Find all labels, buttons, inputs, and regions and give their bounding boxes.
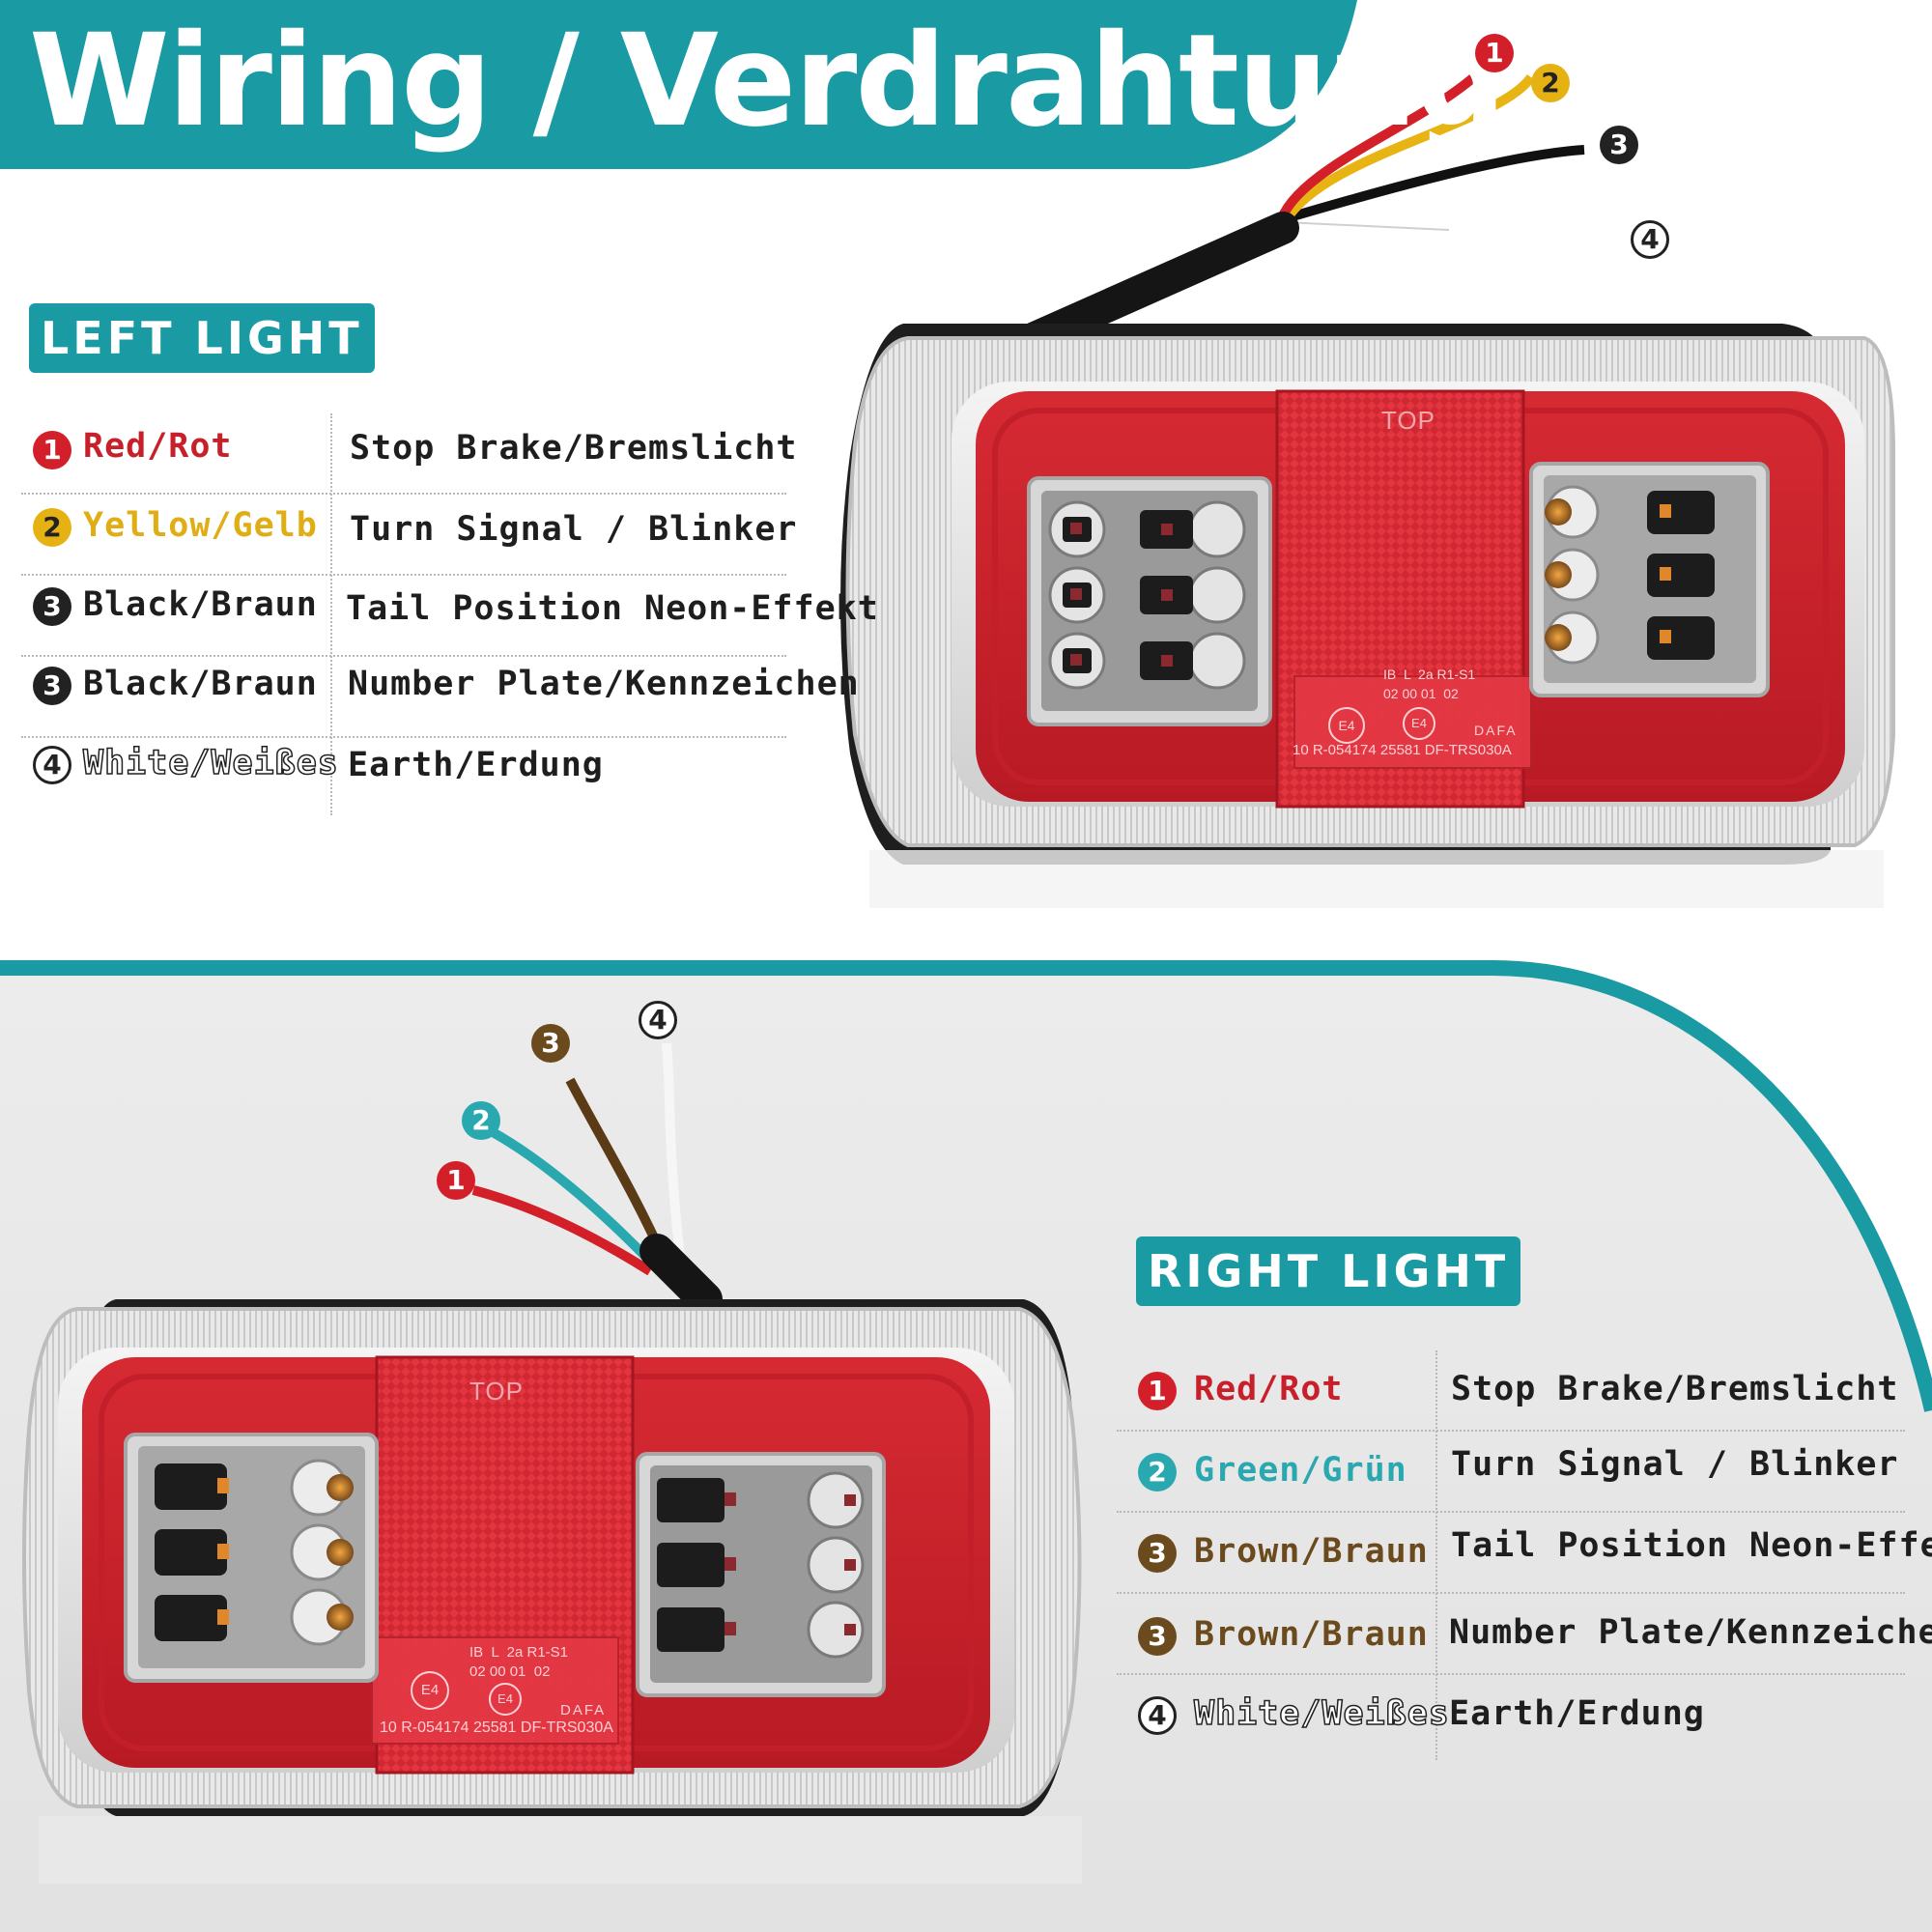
right-row-1-function: Stop Brake/Bremslicht <box>1451 1370 1899 1408</box>
left-table-divider <box>330 413 332 815</box>
bottom-lamp-bottom-code: 10 R-054174 25581 DF-TRS030A <box>380 1719 613 1736</box>
right-row-4-color: Brown/Braun <box>1194 1615 1429 1654</box>
top-lamp-top-mark: TOP <box>1381 406 1435 435</box>
top-lamp-e-mark-2: E4 <box>1403 707 1435 740</box>
left-light-table: 1 Red/Rot Stop Brake/Bremslicht 2 Yellow… <box>21 413 878 817</box>
right-row-4-function: Number Plate/Kennzeichen <box>1449 1613 1932 1652</box>
bottom-lamp-e-mark-1: E4 <box>411 1671 449 1710</box>
top-lamp-brand: DAFA <box>1474 723 1518 738</box>
number-4-icon: 4 <box>33 746 71 784</box>
right-row-5: 4 White/Weißes Earth/Erdung <box>1117 1675 1905 1754</box>
number-3-icon: 3 <box>33 587 71 626</box>
left-row-1-function: Stop Brake/Bremslicht <box>350 429 798 468</box>
right-row-1: 1 Red/Rot Stop Brake/Bremslicht <box>1117 1350 1905 1432</box>
number-1-icon: 1 <box>33 431 71 469</box>
number-3-icon: 3 <box>33 667 71 705</box>
number-1-icon: 1 <box>1138 1372 1177 1410</box>
number-2-icon: 2 <box>33 508 71 547</box>
right-row-3-color: Brown/Braun <box>1194 1532 1429 1571</box>
left-light-lamp <box>840 54 1895 865</box>
left-row-4: 3 Black/Braun Number Plate/Kennzeichen <box>21 657 859 738</box>
left-row-5: 4 White/Weißes Earth/Erdung <box>21 738 786 817</box>
left-row-4-color: Black/Braun <box>83 665 318 703</box>
top-callout-3-icon: 3 <box>1600 126 1638 164</box>
number-3-icon: 3 <box>1138 1617 1177 1656</box>
bottom-lamp-approval-line2: 02 00 01 02 <box>469 1663 551 1680</box>
right-row-5-function: Earth/Erdung <box>1449 1694 1705 1733</box>
top-callout-4-icon: 4 <box>1631 220 1669 259</box>
bottom-lamp-brand: DAFA <box>560 1702 607 1719</box>
left-row-1-color: Red/Rot <box>83 427 233 466</box>
number-3-icon: 3 <box>1138 1534 1177 1573</box>
number-2-icon: 2 <box>1138 1453 1177 1492</box>
left-row-2: 2 Yellow/Gelb Turn Signal / Blinker <box>21 495 797 576</box>
bottom-callout-3-icon: 3 <box>531 1024 570 1063</box>
left-row-2-color: Yellow/Gelb <box>83 506 318 545</box>
right-row-2: 2 Green/Grün Turn Signal / Blinker <box>1117 1432 1905 1513</box>
left-row-3-color: Black/Braun <box>83 585 318 624</box>
left-row-1: 1 Red/Rot Stop Brake/Bremslicht <box>21 413 797 495</box>
bottom-lamp-approval-line1: IB L 2a R1-S1 <box>469 1644 568 1661</box>
number-4-icon: 4 <box>1138 1696 1177 1735</box>
right-row-5-color: White/Weißes <box>1193 1693 1450 1734</box>
left-row-5-function: Earth/Erdung <box>348 746 604 784</box>
top-callout-2-icon: 2 <box>1531 64 1570 102</box>
bottom-lamp-e-mark-2: E4 <box>489 1683 522 1716</box>
bottom-lamp-top-mark: TOP <box>469 1377 524 1406</box>
top-lamp-approval-line2: 02 00 01 02 <box>1383 686 1459 701</box>
left-row-4-function: Number Plate/Kennzeichen <box>348 665 860 703</box>
bottom-callout-2-icon: 2 <box>462 1101 500 1140</box>
right-row-3: 3 Brown/Braun Tail Position Neon-Effekt <box>1117 1513 1932 1594</box>
left-row-3-function: Tail Position Neon-Effekt <box>346 589 879 628</box>
top-lamp-bottom-code: 10 R-054174 25581 DF-TRS030A <box>1293 742 1512 758</box>
bottom-callout-1-icon: 1 <box>437 1161 475 1200</box>
page-title: Wiring / Verdrahtung <box>29 7 1506 156</box>
right-light-table: 1 Red/Rot Stop Brake/Bremslicht 2 Green/… <box>1117 1350 1932 1760</box>
left-light-label: LEFT LIGHT <box>29 303 375 373</box>
bottom-callout-4-icon: 4 <box>639 1001 677 1039</box>
left-row-2-function: Turn Signal / Blinker <box>350 510 798 549</box>
right-light-label: RIGHT LIGHT <box>1136 1236 1521 1306</box>
top-lamp-approval-line1: IB L 2a R1-S1 <box>1383 667 1476 682</box>
right-row-1-color: Red/Rot <box>1194 1370 1344 1408</box>
left-row-5-color: White/Weißes <box>82 743 339 783</box>
left-row-3: 3 Black/Braun Tail Position Neon-Effekt <box>21 576 878 657</box>
right-row-2-function: Turn Signal / Blinker <box>1451 1445 1899 1484</box>
top-callout-1-icon: 1 <box>1475 34 1514 72</box>
top-lamp-e-mark-1: E4 <box>1328 707 1365 744</box>
title-banner <box>0 0 1357 169</box>
right-table-divider <box>1435 1350 1437 1760</box>
right-row-4: 3 Brown/Braun Number Plate/Kennzeichen <box>1117 1594 1932 1675</box>
right-row-2-color: Green/Grün <box>1194 1451 1407 1490</box>
right-row-3-function: Tail Position Neon-Effekt <box>1451 1526 1932 1565</box>
